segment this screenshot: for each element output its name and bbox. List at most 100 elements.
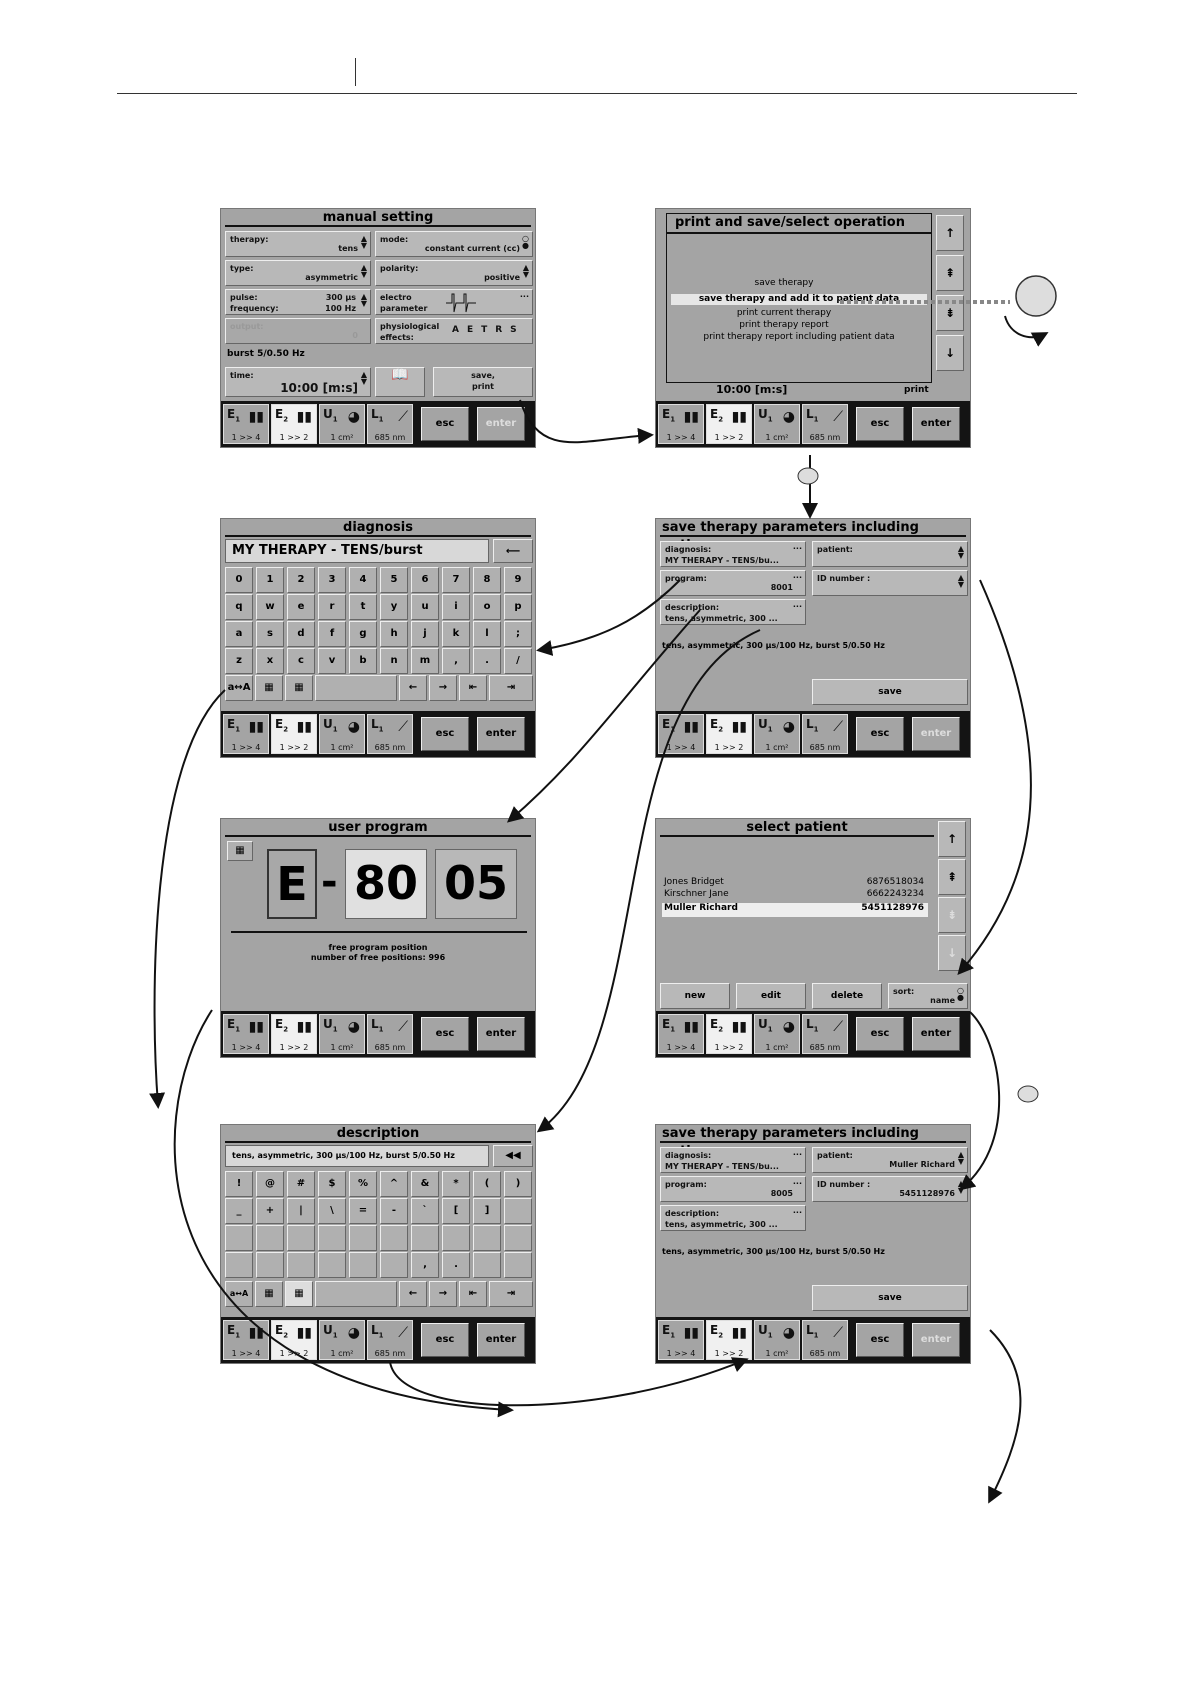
esc-button[interactable]: esc xyxy=(856,717,904,751)
space-key[interactable] xyxy=(315,675,397,701)
enter-button[interactable]: enter xyxy=(912,1017,960,1051)
space-key[interactable] xyxy=(315,1281,397,1307)
key[interactable]: [ xyxy=(442,1198,470,1224)
delete-button[interactable]: delete xyxy=(812,983,882,1009)
tab-e2[interactable]: E2▮▮1 >> 2 xyxy=(706,1320,752,1360)
key[interactable]: f xyxy=(318,621,346,647)
key[interactable]: r xyxy=(318,594,346,620)
key[interactable]: 0 xyxy=(225,567,253,593)
esc-button[interactable]: esc xyxy=(421,1323,469,1357)
esc-button[interactable]: esc xyxy=(856,407,904,441)
tab-u1[interactable]: U1◕1 cm² xyxy=(319,404,365,444)
book-button[interactable]: 📖 xyxy=(375,367,425,397)
key[interactable]: ; xyxy=(504,621,532,647)
key[interactable] xyxy=(442,1225,470,1251)
tab-l1[interactable]: L1⟋685 nm xyxy=(367,1014,413,1054)
diagnosis-field[interactable]: diagnosis:MY THERAPY - TENS/bu...··· xyxy=(660,541,806,567)
key[interactable] xyxy=(287,1225,315,1251)
cursor-home-key[interactable]: ⇤ xyxy=(459,1281,487,1307)
key[interactable]: ] xyxy=(473,1198,501,1224)
key[interactable] xyxy=(225,1252,253,1278)
description-field[interactable]: description:tens, asymmetric, 300 ...··· xyxy=(660,599,806,625)
tab-u1[interactable]: U1◕1 cm² xyxy=(319,1320,365,1360)
key[interactable]: | xyxy=(287,1198,315,1224)
tab-u1[interactable]: U1◕1 cm² xyxy=(754,1320,800,1360)
key[interactable]: c xyxy=(287,648,315,674)
key[interactable]: . xyxy=(442,1252,470,1278)
backspace-key[interactable]: ⟵ xyxy=(493,539,533,563)
time-field[interactable]: time:10:00 [m:s]▲▼ xyxy=(225,367,371,397)
cursor-home-key[interactable]: ⇤ xyxy=(459,675,487,701)
key[interactable]: l xyxy=(473,621,501,647)
scroll-up-button[interactable]: ⇞ xyxy=(936,255,964,291)
key[interactable]: 2 xyxy=(287,567,315,593)
therapy-field[interactable]: therapy:tens▲▼ xyxy=(225,231,371,257)
key[interactable]: e xyxy=(287,594,315,620)
key[interactable]: t xyxy=(349,594,377,620)
key[interactable]: y xyxy=(380,594,408,620)
tab-l1[interactable]: L1⟋685 nm xyxy=(802,714,848,754)
key[interactable]: , xyxy=(442,648,470,674)
esc-button[interactable]: esc xyxy=(856,1323,904,1357)
key[interactable]: . xyxy=(473,648,501,674)
page-down-button[interactable]: ↓ xyxy=(938,935,966,971)
key[interactable]: d xyxy=(287,621,315,647)
cursor-left-key[interactable]: ← xyxy=(399,1281,427,1307)
polarity-field[interactable]: polarity:positive▲▼ xyxy=(375,260,533,286)
enter-button[interactable]: enter xyxy=(912,407,960,441)
tab-l1[interactable]: L1⟋685 nm xyxy=(367,714,413,754)
esc-button[interactable]: esc xyxy=(421,407,469,441)
tab-e2[interactable]: E2▮▮1 >> 2 xyxy=(271,1320,317,1360)
save-button[interactable]: save xyxy=(812,1285,968,1311)
key[interactable]: 3 xyxy=(318,567,346,593)
key[interactable] xyxy=(318,1225,346,1251)
keyboard-1-key[interactable]: ▦ xyxy=(255,675,283,701)
key[interactable] xyxy=(318,1252,346,1278)
tab-e1[interactable]: E1▮▮1 >> 4 xyxy=(658,1320,704,1360)
edit-button[interactable]: edit xyxy=(736,983,806,1009)
tab-e2[interactable]: E2▮▮1 >> 2 xyxy=(706,1014,752,1054)
cursor-right-key[interactable]: → xyxy=(429,675,457,701)
key[interactable]: 7 xyxy=(442,567,470,593)
diagnosis-field[interactable]: diagnosis:MY THERAPY - TENS/bu...··· xyxy=(660,1147,806,1173)
key[interactable] xyxy=(473,1252,501,1278)
key[interactable] xyxy=(349,1225,377,1251)
keyboard-1-key[interactable]: ▦ xyxy=(227,841,253,861)
id-number-field[interactable]: ID number :5451128976▲▼ xyxy=(812,1176,968,1202)
key[interactable]: / xyxy=(504,648,532,674)
cursor-end-key[interactable]: ⇥ xyxy=(489,675,533,701)
key[interactable] xyxy=(380,1252,408,1278)
page-up-button[interactable]: ↑ xyxy=(936,215,964,251)
key[interactable] xyxy=(473,1225,501,1251)
tab-e1[interactable]: E1▮▮1 >> 4 xyxy=(223,1014,269,1054)
key[interactable] xyxy=(504,1198,532,1224)
key[interactable]: ^ xyxy=(380,1171,408,1197)
key[interactable]: 5 xyxy=(380,567,408,593)
esc-button[interactable]: esc xyxy=(421,1017,469,1051)
tab-e1[interactable]: E1▮▮1 >> 4 xyxy=(223,714,269,754)
key[interactable]: , xyxy=(411,1252,439,1278)
tab-l1[interactable]: L1⟋685 nm xyxy=(802,1014,848,1054)
key[interactable]: k xyxy=(442,621,470,647)
key[interactable]: n xyxy=(380,648,408,674)
key[interactable]: a xyxy=(225,621,253,647)
key[interactable] xyxy=(256,1225,284,1251)
tab-e2[interactable]: E2▮▮1 >> 2 xyxy=(706,714,752,754)
tab-l1[interactable]: L1⟋685 nm xyxy=(367,404,413,444)
patient-field[interactable]: patient:Muller Richard▲▼ xyxy=(812,1147,968,1173)
key[interactable] xyxy=(225,1225,253,1251)
program-bank[interactable]: 80 xyxy=(345,849,427,919)
key[interactable]: p xyxy=(504,594,532,620)
description-field[interactable]: description:tens, asymmetric, 300 ...··· xyxy=(660,1205,806,1231)
backspace-key[interactable]: ◀◀ xyxy=(493,1145,533,1167)
save-button[interactable]: save xyxy=(812,679,968,705)
key[interactable]: $ xyxy=(318,1171,346,1197)
tab-e2[interactable]: E2▮▮1 >> 2 xyxy=(271,1014,317,1054)
mode-field[interactable]: mode:constant current (cc)○● xyxy=(375,231,533,257)
key[interactable]: ! xyxy=(225,1171,253,1197)
